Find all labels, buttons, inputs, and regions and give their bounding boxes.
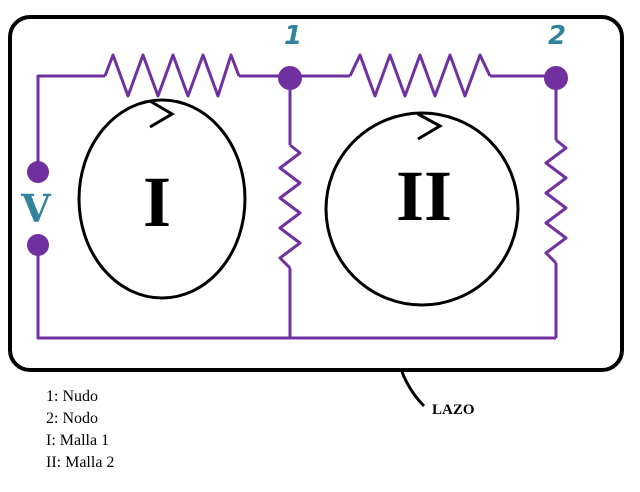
mesh-1-loop: I (77, 98, 247, 300)
resistor-top-left (103, 53, 241, 98)
mesh-2-circle (324, 111, 520, 307)
circuit-wires (36, 53, 568, 340)
resistor-top-right (348, 53, 492, 98)
legend-item-malla-2: II: Malla 2 (46, 454, 115, 471)
wire-bottom (36, 245, 556, 340)
node-1-label: 1 (284, 21, 302, 51)
mesh-1-circle (77, 98, 247, 300)
mesh-2-loop: II (324, 111, 520, 307)
legend-item-nodo: 2: Nodo (46, 410, 98, 427)
loop-pointer (400, 371, 426, 408)
legend: 1: Nudo 2: Nodo I: Malla 1 II: Malla 2 (46, 386, 114, 474)
mesh-1-arrow-icon (149, 99, 175, 129)
loop-frame (8, 15, 624, 372)
node-2-dot (544, 66, 568, 90)
resistor-middle (278, 143, 302, 270)
loop-label: LAZO (432, 402, 475, 418)
source-terminal-bottom (27, 234, 49, 256)
wire-left-top (36, 74, 105, 172)
source-label: V (20, 186, 52, 231)
legend-item-nudo: 1: Nudo (46, 388, 98, 405)
resistor-right (544, 138, 568, 265)
mesh-1-label: I (143, 162, 171, 242)
source-terminal-top (27, 161, 49, 183)
node-1-dot (278, 66, 302, 90)
legend-item-malla-1: I: Malla 1 (46, 432, 110, 449)
node-2-label: 2 (548, 21, 566, 51)
mesh-2-label: II (396, 156, 452, 236)
mesh-2-arrow-icon (417, 112, 444, 141)
